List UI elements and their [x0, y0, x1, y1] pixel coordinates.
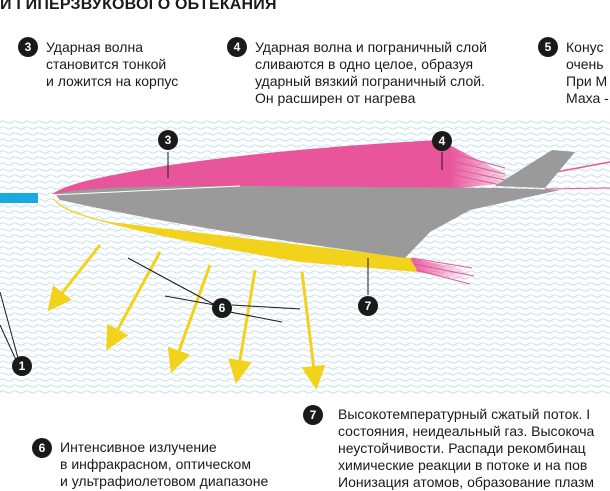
streamline	[0, 390, 610, 394]
callout-5-number: 5	[538, 37, 558, 57]
callout-4-line: сливаются в одно целое, образуя	[255, 56, 474, 72]
marker-6: 6	[212, 298, 232, 318]
callout-7-line: химические реакции в потоке и на пов	[338, 457, 588, 473]
streamline	[0, 132, 610, 136]
radiation-arrow	[106, 251, 162, 351]
callout-5-text: Конус очень При М Маха -	[566, 39, 610, 107]
callout-6-line: и ультрафиолетовом диапазоне	[60, 473, 269, 489]
streamline	[0, 318, 610, 322]
marker-7: 7	[358, 296, 378, 316]
streamline	[0, 366, 610, 370]
streamline	[0, 384, 610, 388]
streamline	[0, 288, 610, 292]
streamline	[0, 282, 610, 286]
marker-3: 3	[158, 130, 178, 150]
radiation-arrow	[228, 269, 257, 384]
radiation-arrows	[47, 244, 326, 390]
streamline	[0, 360, 610, 364]
callout-7-line: Высокотемпературный сжатый поток. I	[338, 406, 591, 422]
streamline	[0, 372, 610, 376]
upper-plume-hatch	[439, 149, 506, 187]
callout-5-line: Конус	[566, 39, 604, 55]
callout-4-line: Ударная волна и пограничный слой	[255, 39, 487, 55]
streamline	[0, 330, 610, 334]
upper-shock-layer	[52, 140, 520, 194]
streamline	[0, 342, 610, 346]
streamline	[0, 312, 610, 316]
callout-4-line: ударный вязкий пограничный слой.	[255, 73, 485, 89]
radiation-arrow	[300, 271, 326, 390]
radiation-arrow	[167, 264, 212, 374]
lower-plume-hatch	[411, 257, 475, 285]
streamline	[0, 378, 610, 382]
marker-1: 1	[12, 356, 32, 376]
callout-6-number: 6	[32, 438, 52, 458]
streamline	[0, 264, 610, 268]
diagram-title: И ГИПЕРЗВУКОВОГО ОБТЕКАНИЯ	[0, 0, 277, 13]
callout-7-number: 7	[303, 405, 323, 425]
callout-5-line: При М	[566, 73, 608, 89]
callout-7-line: состояния, неидеальный газ. Высокоча	[338, 423, 595, 439]
streamline	[0, 336, 610, 340]
streamline	[0, 138, 610, 142]
streamline	[0, 276, 610, 280]
streamline	[0, 126, 610, 130]
streamline	[0, 120, 610, 124]
marker-4: 4	[432, 131, 452, 151]
streamline	[0, 270, 610, 274]
callout-4-number: 4	[227, 37, 247, 57]
callout-6-line: Интенсивное излучение	[60, 439, 217, 455]
callout-3-line: и ложится на корпус	[46, 73, 179, 89]
streamline	[0, 324, 610, 328]
callout-3-line: Ударная волна	[46, 39, 143, 55]
callout-3-line: становится тонкой	[46, 56, 167, 72]
callout-5-line: очень	[566, 56, 604, 72]
radiation-arrow	[47, 244, 102, 312]
streamline	[0, 354, 610, 358]
body-highlight	[51, 185, 241, 196]
callout-3-number: 3	[18, 37, 38, 57]
incoming-flow-bar	[0, 193, 38, 203]
streamline	[0, 144, 610, 148]
vehicle-body	[55, 186, 560, 258]
tail-shock-line-lower	[544, 187, 610, 190]
lower-shock-layer	[52, 196, 418, 272]
callout-5-line: Маха -	[566, 90, 609, 106]
callout-7-line: Ионизация атомов, образование плазм	[338, 474, 595, 490]
callout-6-line: в инфракрасном, оптическом	[60, 456, 251, 472]
streamline	[0, 348, 610, 352]
callout-4-line: Он расширен от нагрева	[255, 90, 416, 106]
callout-6-text: Интенсивное излучение в инфракрасном, оп…	[60, 439, 268, 490]
callout-7-line: неустойчивости. Распади рекомбинац	[338, 440, 586, 456]
tail-fin	[495, 150, 575, 188]
leader-lines	[0, 152, 443, 361]
callout-4-text: Ударная волна и пограничный слой сливают…	[255, 39, 487, 107]
callout-3-text: Ударная волна становится тонкой и ложитс…	[46, 39, 178, 90]
callout-7-text: Высокотемпературный сжатый поток. I сост…	[338, 406, 610, 491]
